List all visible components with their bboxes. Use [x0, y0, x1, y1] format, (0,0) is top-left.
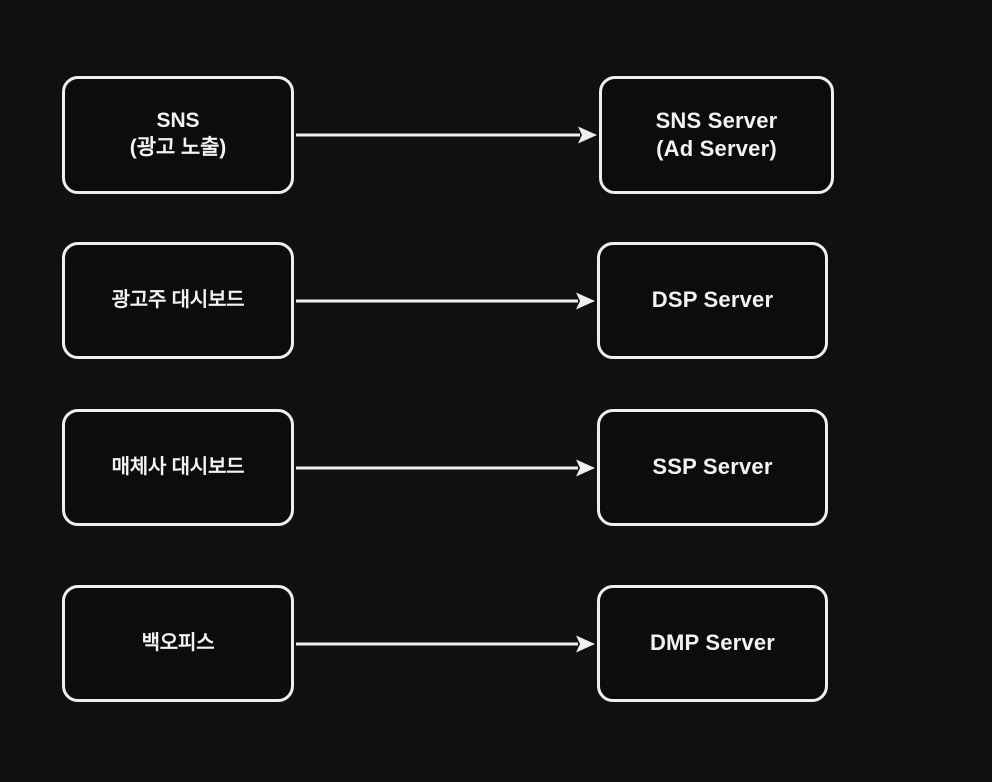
node-label-advertiser-dashboard: 광고주 대시보드 [111, 288, 245, 311]
arrowhead-backoffice-to-dmp [576, 635, 595, 653]
node-label-sns-server: SNS Server (Ad Server) [655, 107, 778, 161]
node-label-ssp-server: SSP Server [652, 454, 773, 480]
node-back-office[interactable]: 백오피스 [62, 585, 294, 702]
edge-publisher-to-ssp [296, 459, 595, 477]
node-ssp-server[interactable]: SSP Server [597, 409, 828, 526]
edge-advertiser-to-dsp [296, 292, 595, 310]
node-dsp-server[interactable]: DSP Server [597, 242, 828, 359]
arrowhead-advertiser-to-dsp [576, 292, 595, 310]
node-label-dsp-server: DSP Server [651, 287, 774, 313]
node-advertiser-dashboard[interactable]: 광고주 대시보드 [62, 242, 294, 359]
node-label-sns: SNS (광고 노출) [129, 109, 227, 159]
arrowhead-publisher-to-ssp [576, 459, 595, 477]
node-dmp-server[interactable]: DMP Server [597, 585, 828, 702]
edge-sns-to-sns-server [296, 126, 597, 144]
node-sns[interactable]: SNS (광고 노출) [62, 76, 294, 194]
edge-backoffice-to-dmp [296, 635, 595, 653]
node-label-publisher-dashboard: 매체사 대시보드 [111, 455, 245, 478]
node-label-back-office: 백오피스 [141, 631, 215, 654]
arrowhead-sns-to-sns-server [578, 126, 597, 144]
node-publisher-dashboard[interactable]: 매체사 대시보드 [62, 409, 294, 526]
node-label-dmp-server: DMP Server [649, 630, 776, 656]
node-sns-server[interactable]: SNS Server (Ad Server) [599, 76, 834, 194]
